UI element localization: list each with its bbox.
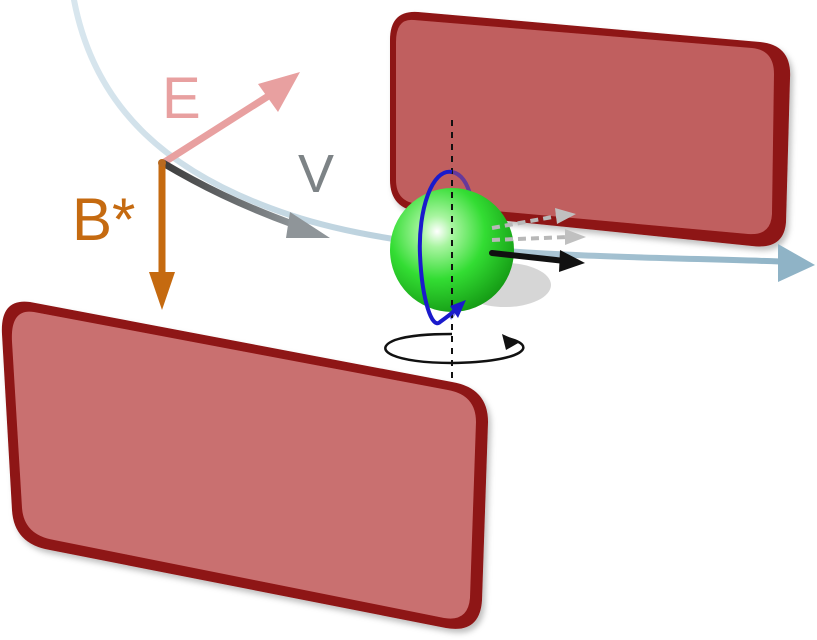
magnetic-field-arrow — [149, 159, 175, 310]
field-origin-point — [158, 159, 166, 167]
velocity-arrow — [159, 159, 330, 238]
precession-ghost-arrows — [491, 214, 569, 242]
capacitor-plate-back — [390, 11, 791, 247]
magnetic-field-label: B* — [72, 186, 135, 253]
capacitor-plate-front — [1, 301, 488, 629]
rotation-indicator — [384, 332, 525, 365]
spin-loop-arrowhead — [450, 300, 466, 318]
e-field-arrow — [159, 72, 300, 167]
trajectory-arrowhead — [778, 244, 815, 282]
spin-loop-front — [417, 169, 460, 326]
precession-ghost-arrowhead-1 — [555, 208, 576, 224]
particle-trajectory — [71, 0, 798, 265]
velocity-label: V — [298, 144, 334, 204]
precession-ghost-arrowhead-2 — [565, 229, 586, 245]
spin-vector-arrow — [489, 250, 585, 272]
rotation-indicator-arrowhead — [502, 334, 520, 350]
e-field-label: E — [162, 66, 201, 131]
